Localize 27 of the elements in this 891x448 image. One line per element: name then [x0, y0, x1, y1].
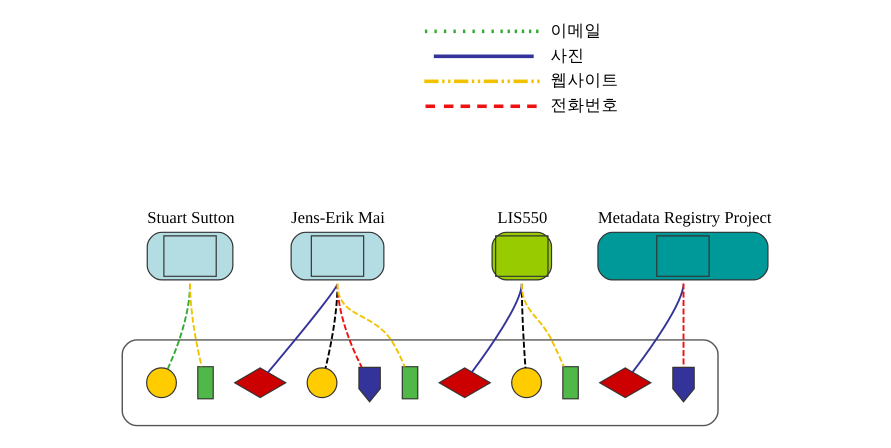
connector: [188, 283, 202, 367]
legend-label: 이메일: [550, 20, 601, 40]
node-pentagon: [358, 366, 380, 403]
node-circle: [146, 367, 176, 398]
node-diamond: [437, 367, 491, 398]
node-label: Stuart Sutton: [146, 208, 234, 228]
connector: [520, 283, 564, 367]
connector: [631, 283, 684, 373]
node-diamond: [598, 367, 652, 398]
node-pentagon: [672, 366, 694, 403]
connector: [682, 283, 684, 368]
connector: [470, 283, 522, 373]
connector: [266, 283, 338, 373]
node-label: Metadata Registry Project: [597, 208, 771, 228]
node-box: [401, 366, 418, 400]
connector: [336, 283, 406, 368]
node-circle: [510, 367, 542, 398]
node-circle: [306, 367, 337, 398]
node-box: [196, 366, 214, 400]
node-diamond: [232, 367, 286, 398]
node-label: Jens-Erik Mai: [290, 208, 384, 228]
cluster: [121, 339, 718, 426]
node-box: [562, 366, 578, 400]
legend-label: 사진: [550, 46, 584, 65]
node-label: LIS550: [496, 208, 547, 228]
legend-label: 전화번호: [550, 96, 618, 115]
legend-label: 웹사이트: [550, 70, 618, 90]
